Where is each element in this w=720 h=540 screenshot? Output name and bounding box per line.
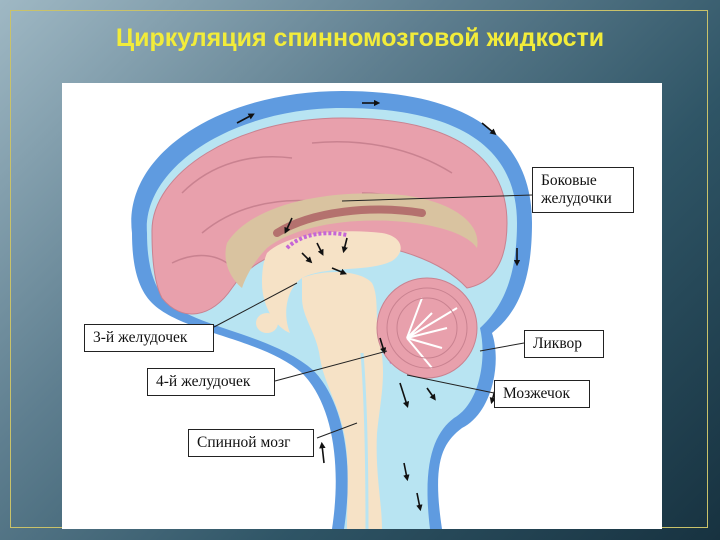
flow-arrows: [236, 99, 521, 512]
label-liquor: Ликвор: [524, 330, 604, 358]
pituitary: [256, 313, 278, 333]
leader-lines: [213, 194, 533, 439]
slide-title: Циркуляция спинномозговой жидкости: [115, 24, 605, 52]
brainstem-spinal-cord: [302, 271, 384, 529]
brain-illustration: [131, 91, 533, 529]
label-third-ventricle: 3-й желудочек: [84, 324, 214, 352]
label-cerebellum: Мозжечок: [494, 380, 590, 408]
choroid-plexus: [285, 231, 348, 250]
diencephalon: [262, 231, 401, 333]
diagram-panel: Боковые желудочки 3-й желудочек Ликвор 4…: [62, 83, 662, 529]
label-lateral-ventricles: Боковые желудочки: [532, 167, 634, 213]
label-spinal-cord: Спинной мозг: [188, 429, 314, 457]
label-lateral-ventricles-line1: Боковые: [541, 172, 597, 189]
arbor-vitae: [406, 297, 458, 369]
label-fourth-ventricle: 4-й желудочек: [147, 368, 275, 396]
lateral-ventricle: [225, 193, 478, 288]
cerebellum: [376, 277, 478, 379]
label-lateral-ventricles-line2: желудочки: [541, 190, 612, 207]
